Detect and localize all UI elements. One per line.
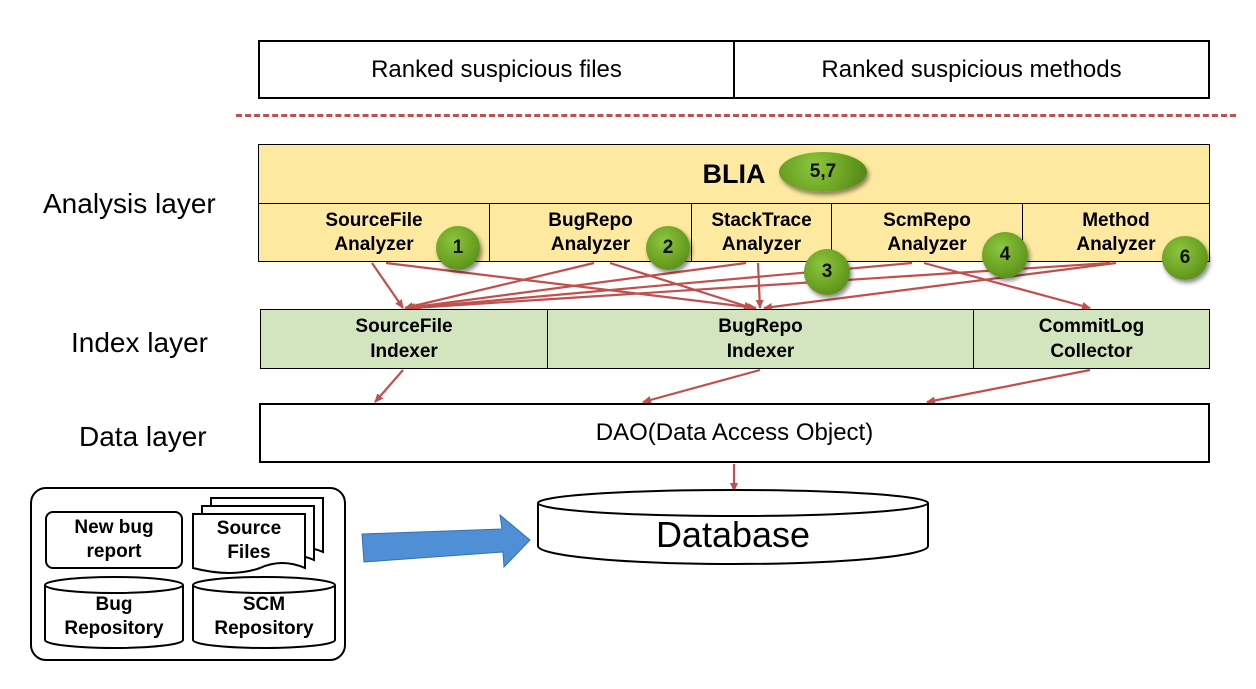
sourcefile-indexer: SourceFile Indexer: [355, 316, 453, 362]
step-badge-1: 1: [436, 226, 480, 270]
blia-block: BLIA: [258, 144, 1210, 204]
data-layer-label: Data layer: [79, 421, 207, 452]
step-badge-6: 6: [1162, 236, 1208, 280]
dao-block: DAO(Data Access Object): [259, 403, 1210, 463]
analysis-layer-label: Analysis layer: [43, 188, 216, 219]
arrow-sta-sfi: [406, 261, 747, 311]
bugrepo-analyzer: BugRepo Analyzer: [489, 204, 691, 261]
database-label: Database: [655, 514, 811, 555]
data-sources-group: [30, 487, 346, 661]
step-badge-2: 2: [646, 226, 690, 270]
arrow-bra-sfi: [404, 261, 595, 311]
output-panel: Ranked suspicious files Ranked suspiciou…: [258, 40, 1210, 99]
ranked-files-output: Ranked suspicious files: [371, 55, 622, 83]
sourcefile-analyzer: SourceFile Analyzer: [325, 209, 423, 255]
arrow-sra-clc: [923, 261, 1091, 310]
index-layer-label: Index layer: [71, 327, 208, 358]
arrow-bra-bri: [609, 261, 753, 310]
commitlog-collector: CommitLog Collector: [973, 310, 1209, 368]
scm-repository: SCM Repository: [214, 594, 314, 639]
step-badge-4: 4: [982, 232, 1028, 278]
arrow-sfa-sfi: [371, 262, 404, 309]
blia-title: BLIA: [702, 158, 766, 189]
source-files-label: Source Files: [216, 518, 282, 563]
dashed-separator: [236, 114, 1236, 117]
step-badge-3: 3: [804, 249, 850, 295]
method-analyzer: Method Analyzer: [1022, 204, 1209, 261]
bug-repository: Bug Repository: [64, 594, 164, 639]
bugrepo-indexer: BugRepo Indexer: [547, 310, 973, 368]
arrow-ma-bri: [763, 261, 1117, 311]
stacktrace-analyzer: StackTrace Analyzer: [691, 204, 831, 261]
arrow-clc-dao: [926, 368, 1091, 405]
scmrepo-analyzer: ScmRepo Analyzer: [831, 204, 1022, 261]
blia-step-badge: 5,7: [779, 152, 867, 192]
analyzer-row: SourceFile Analyzer BugRepo Analyzer Sta…: [258, 203, 1210, 262]
arrow-sfi-dao: [374, 369, 404, 403]
new-bug-report: New bug report: [45, 511, 183, 569]
indexer-row: SourceFile Indexer BugRepo Indexer Commi…: [260, 309, 1210, 369]
arrow-bri-dao: [642, 368, 761, 404]
ranked-methods-output: Ranked suspicious methods: [733, 42, 1208, 97]
